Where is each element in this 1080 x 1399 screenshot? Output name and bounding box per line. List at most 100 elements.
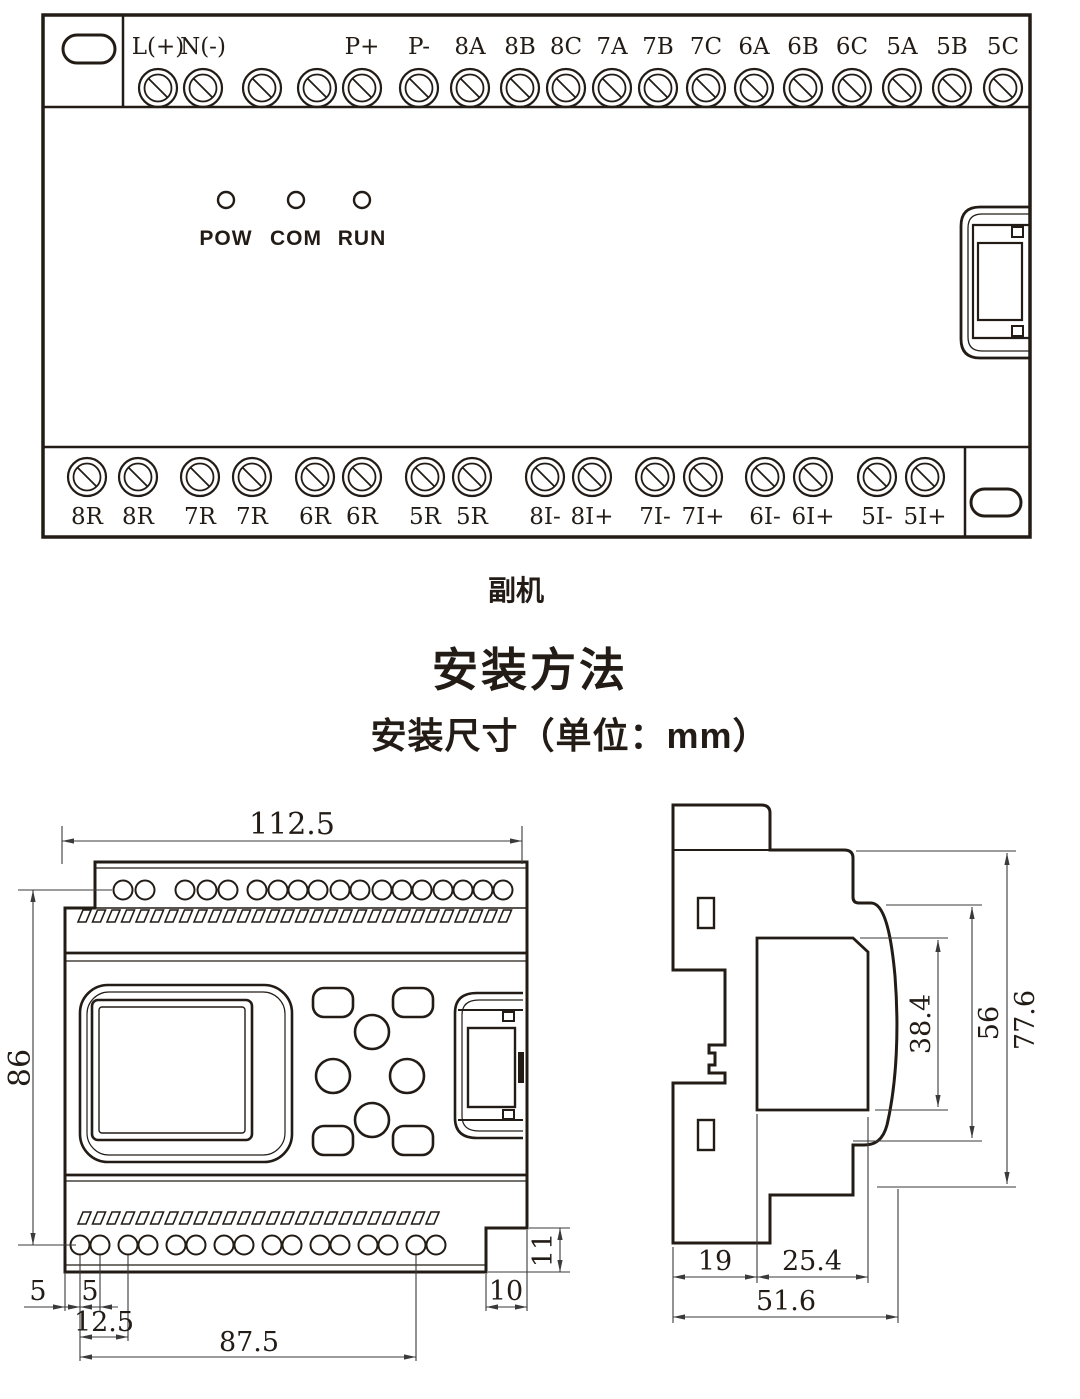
- screw-terminal-icon: [294, 456, 336, 498]
- terminal-hole: [217, 879, 239, 901]
- terminal-hole: [492, 879, 514, 901]
- terminal-label: 8I+: [571, 504, 614, 530]
- front-bezel: [78, 983, 294, 1164]
- screw-terminal-icon: [856, 456, 898, 498]
- led-label: POW: [199, 227, 252, 250]
- arrowhead-icon: [886, 1314, 898, 1320]
- terminal-hole: [425, 1234, 447, 1256]
- dim-rail-section: 19: [698, 1246, 732, 1277]
- dim-overall-width: 51.6: [756, 1286, 816, 1317]
- screw-terminal-icon: [744, 456, 786, 498]
- terminal-label: 5C: [987, 34, 1019, 60]
- terminal-hole: [287, 879, 309, 901]
- screw-terminal-icon: [404, 456, 446, 498]
- screw-terminal-icon: [137, 67, 179, 109]
- terminal-hole: [233, 1234, 255, 1256]
- terminal-label: 8R: [122, 504, 155, 530]
- front-top-terminal-holes: [112, 879, 514, 901]
- side-view: [671, 803, 899, 1245]
- arrowhead-icon: [100, 1304, 112, 1310]
- screw-terminal-icon: [831, 67, 873, 109]
- terminal-hole: [405, 1234, 427, 1256]
- side-dimension-lines: [672, 850, 1016, 1323]
- terminal-label: 8R: [71, 504, 104, 530]
- arrowhead-icon: [68, 1304, 80, 1310]
- terminal-label: 5I-: [861, 504, 893, 530]
- terminal-label: P+: [345, 34, 380, 60]
- side-face-panel: [755, 936, 870, 1112]
- arrowhead-icon: [116, 1334, 128, 1340]
- screw-terminal-icon: [398, 67, 440, 109]
- terminal-label: 7C: [690, 34, 722, 60]
- screw-terminal-icon: [231, 456, 273, 498]
- dim-hole-row-span: 87.5: [219, 1327, 279, 1358]
- screw-terminal-icon: [117, 456, 159, 498]
- terminal-hole: [89, 1234, 111, 1256]
- arrowhead-icon: [557, 1228, 563, 1240]
- arrowhead-icon: [510, 838, 522, 844]
- dim-notch-width: 10: [489, 1276, 523, 1307]
- front-screen: [90, 998, 254, 1142]
- led-label: COM: [270, 227, 322, 250]
- screw-terminal-icon: [685, 67, 727, 109]
- terminal-hole: [349, 879, 371, 901]
- dim-front-width: 112.5: [249, 807, 335, 842]
- terminal-label: 6C: [836, 34, 868, 60]
- terminal-hole: [432, 879, 454, 901]
- dim-hole-spacing: 5: [81, 1276, 98, 1307]
- terminal-hole: [452, 879, 474, 901]
- arrowhead-icon: [969, 1126, 975, 1138]
- arrowhead-icon: [515, 1304, 527, 1310]
- terminal-hole: [411, 879, 433, 901]
- com-led-icon: [286, 190, 306, 210]
- terminal-label: 7R: [236, 504, 269, 530]
- front-bottom-terminal-holes: [69, 1234, 447, 1256]
- screw-terminal-icon: [449, 67, 491, 109]
- side-slot-lower: [696, 1118, 716, 1152]
- terminal-hole: [165, 1234, 187, 1256]
- dim-hole-group-pitch: 12.5: [74, 1307, 134, 1338]
- arrowhead-icon: [486, 1304, 498, 1310]
- terminal-hole: [329, 879, 351, 901]
- run-led-icon: [352, 190, 372, 210]
- panel-outline: [41, 13, 1032, 539]
- terminal-hole: [309, 1234, 331, 1256]
- terminal-label: 7I-: [639, 504, 671, 530]
- screw-terminal-icon: [634, 456, 676, 498]
- terminal-label: 6A: [738, 34, 770, 60]
- panel-caption: 副机: [487, 574, 544, 607]
- screw-terminal-icon: [881, 67, 923, 109]
- terminal-label: 8A: [454, 34, 486, 60]
- mounting-hole-top-left: [61, 33, 117, 65]
- installation-dimension-drawing: 112.5 86 5 5 12.5 87.5 10 11: [3, 803, 1041, 1361]
- terminal-label: 8B: [504, 34, 536, 60]
- section-title: 安装方法: [432, 644, 628, 696]
- terminal-hole: [246, 879, 268, 901]
- side-body-outline: [671, 803, 899, 1245]
- arrowhead-icon: [30, 890, 36, 902]
- screw-terminal-icon: [982, 67, 1024, 109]
- screw-terminal-icon: [241, 67, 283, 109]
- side-slot-upper: [696, 896, 716, 930]
- terminal-label: 6I-: [749, 504, 781, 530]
- terminal-label: 6R: [346, 504, 379, 530]
- expansion-port-icon: [959, 205, 1030, 360]
- screw-terminal-icon: [931, 67, 973, 109]
- pow-led-icon: [216, 190, 236, 210]
- screw-terminal-icon: [637, 67, 679, 109]
- vent-slots-top: [76, 909, 513, 923]
- dim-window-depth: 38.4: [906, 994, 937, 1054]
- screw-terminal-icon: [524, 456, 566, 498]
- terminal-label: P-: [408, 34, 430, 60]
- subsection-title: 安装尺寸（单位：mm）: [370, 715, 770, 756]
- terminal-label: 5I+: [904, 504, 947, 530]
- screw-terminal-icon: [499, 67, 541, 109]
- terminal-label: 7I+: [682, 504, 725, 530]
- arrowhead-icon: [62, 838, 74, 844]
- arrowhead-icon: [935, 1095, 941, 1107]
- screw-terminal-icon: [782, 67, 824, 109]
